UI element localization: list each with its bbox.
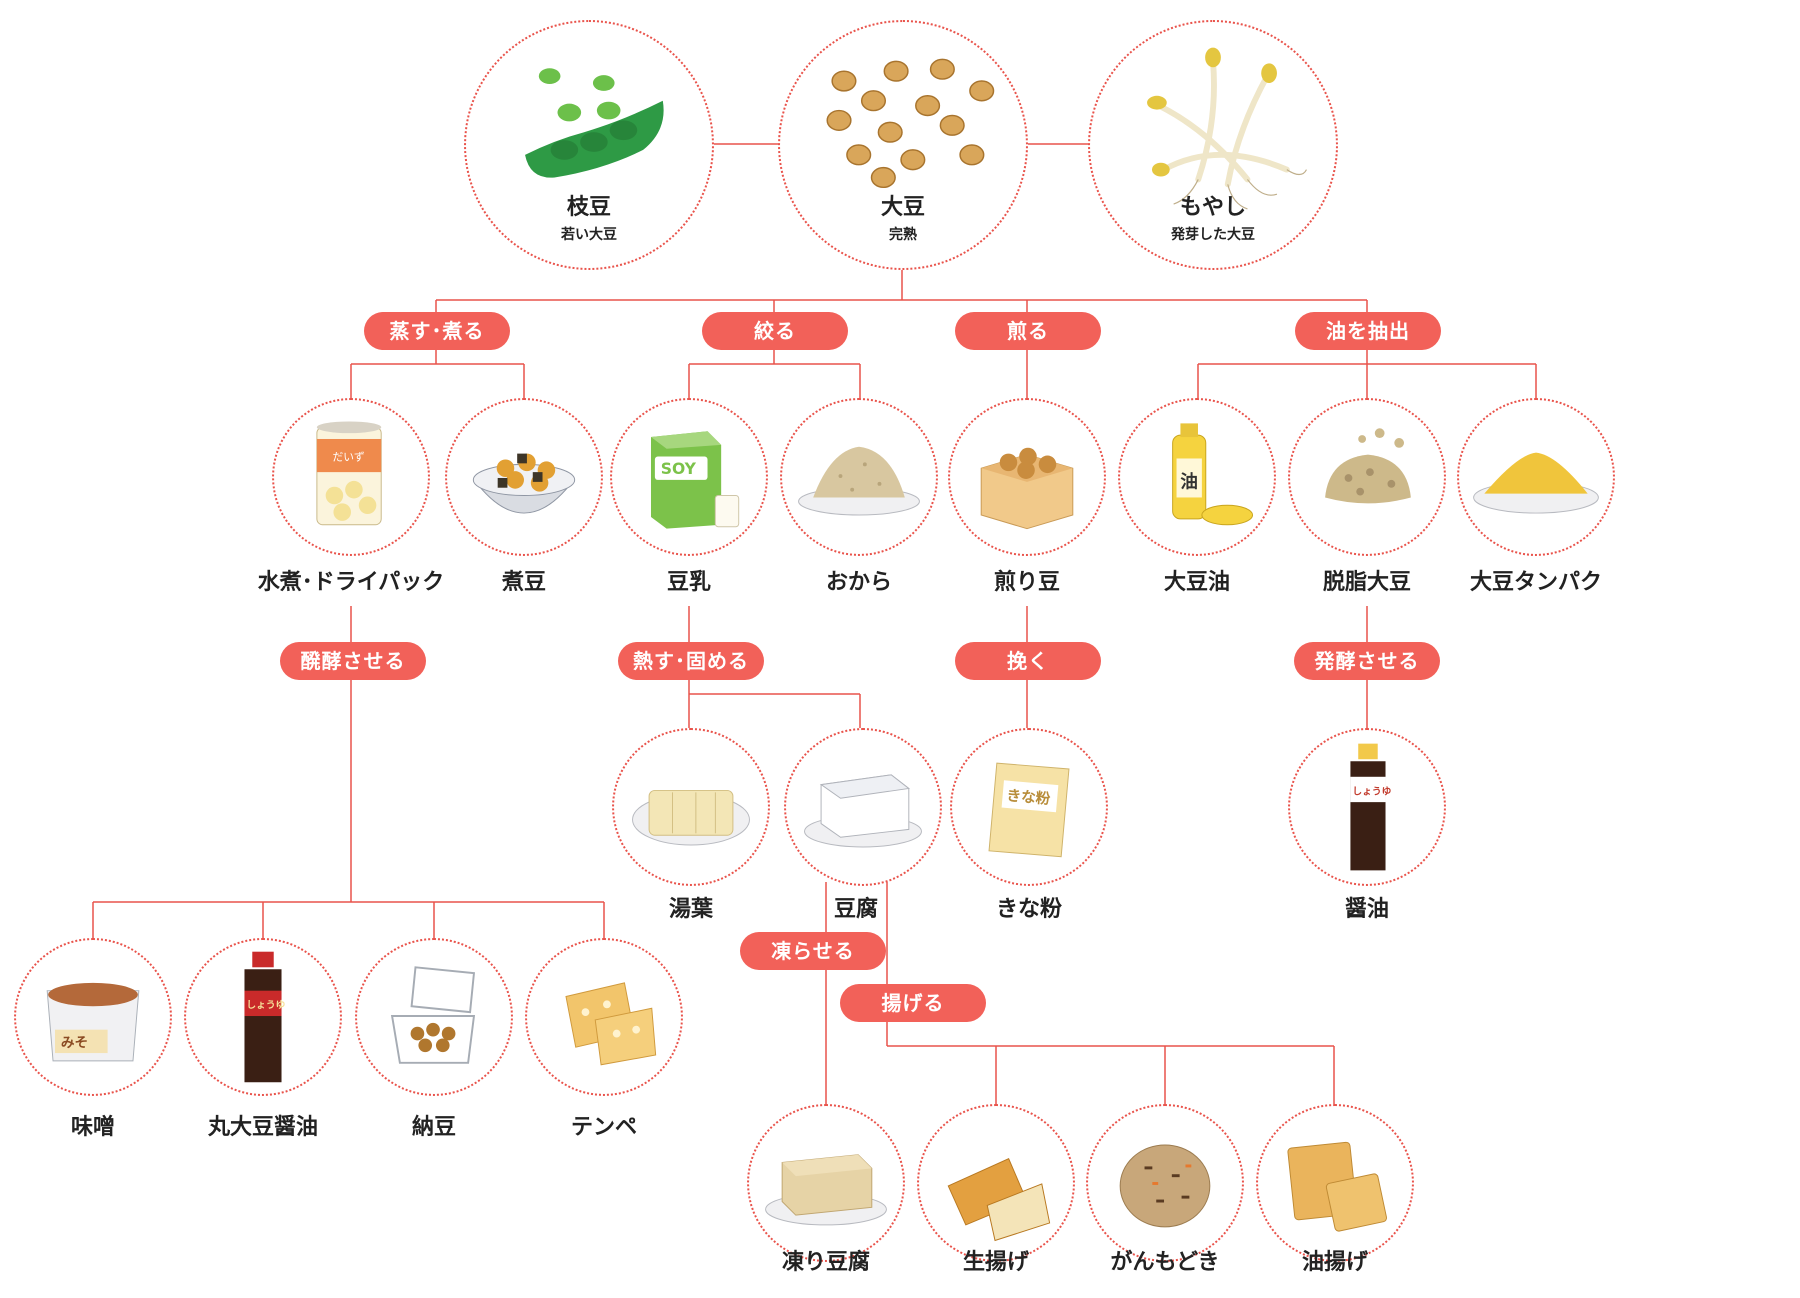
edamame-icon xyxy=(525,68,664,178)
process-roast: 煎る xyxy=(955,312,1101,350)
ganmo-caption: がんもどき xyxy=(1110,1250,1220,1275)
irimame-caption: 煎り豆 xyxy=(993,570,1060,595)
namaage-circle xyxy=(917,1104,1075,1262)
marushoyu-circle: しょうゆ xyxy=(184,938,342,1096)
marushoyu-bottle-text: しょうゆ xyxy=(246,999,285,1011)
kinako-icon: きな粉 xyxy=(988,762,1070,858)
process-extract-oil: 油を抽出 xyxy=(1295,312,1441,350)
okara-icon xyxy=(798,446,920,516)
marushoyu-caption: 丸大豆醤油 xyxy=(207,1115,318,1140)
process-fry: 揚げる xyxy=(840,984,986,1022)
ganmo-circle xyxy=(1086,1104,1244,1262)
moyashi-caption: もやし 発芽した大豆 xyxy=(1088,195,1338,244)
roasted-beans-icon xyxy=(980,447,1074,530)
tofu-icon xyxy=(804,774,922,848)
aburaage-icon xyxy=(1287,1141,1388,1232)
whole-soy-sauce-icon: しょうゆ xyxy=(244,951,286,1083)
process-ferment-right: 発酵させる xyxy=(1294,642,1440,680)
defat-circle xyxy=(1288,398,1446,556)
moyashi-title: もやし xyxy=(1179,195,1246,220)
okara-caption: おから xyxy=(825,570,892,595)
tempeh-icon xyxy=(565,982,657,1066)
natto-icon xyxy=(390,966,476,1064)
miso-caption: 味噌 xyxy=(70,1115,115,1140)
oil-circle: 油 xyxy=(1118,398,1276,556)
shoyu-caption: 醤油 xyxy=(1344,897,1389,922)
miso-icon: みそ xyxy=(46,982,140,1062)
soy-pack-text: SOY xyxy=(661,460,697,478)
edamame-title: 枝豆 xyxy=(566,195,611,220)
process-squeeze: 絞る xyxy=(702,312,848,350)
bean-sprouts-icon xyxy=(1147,47,1308,210)
aburaage-caption: 油揚げ xyxy=(1301,1250,1368,1275)
moyashi-circle xyxy=(1088,20,1338,270)
moyashi-subtitle: 発芽した大豆 xyxy=(1171,227,1255,244)
protein-caption: 大豆タンパク xyxy=(1469,570,1602,595)
okara-circle xyxy=(780,398,938,556)
ganmodoki-icon xyxy=(1119,1144,1211,1228)
simmered-beans-icon xyxy=(472,453,576,514)
soy-sauce-icon: しょうゆ xyxy=(1350,743,1392,871)
yuba-circle xyxy=(612,728,770,886)
canned-soybeans-icon: だいず xyxy=(316,421,382,526)
yuba-caption: 湯葉 xyxy=(668,897,713,922)
shoyu-circle: しょうゆ xyxy=(1288,728,1446,886)
soy-milk-icon: SOY xyxy=(650,431,740,529)
daizu-subtitle: 完熟 xyxy=(889,227,917,244)
oil-caption: 大豆油 xyxy=(1163,570,1230,595)
soy-protein-icon xyxy=(1473,452,1599,514)
edamame-subtitle: 若い大豆 xyxy=(561,227,617,244)
process-steam-boil: 蒸す･煮る xyxy=(364,312,510,350)
koori-caption: 凍り豆腐 xyxy=(781,1250,870,1275)
miso-tub-text: みそ xyxy=(61,1035,88,1051)
aburaage-circle xyxy=(1256,1104,1414,1262)
kinako-caption: きな粉 xyxy=(995,897,1062,922)
tempeh-circle xyxy=(525,938,683,1096)
natto-caption: 納豆 xyxy=(411,1115,456,1140)
can-circle: だいず xyxy=(272,398,430,556)
namaage-icon xyxy=(947,1157,1051,1242)
edamame-caption: 枝豆 若い大豆 xyxy=(464,195,714,244)
kinako-bag-text: きな粉 xyxy=(1006,786,1052,808)
tofu-caption: 豆腐 xyxy=(833,897,878,922)
can-label-text: だいず xyxy=(332,450,364,463)
defat-caption: 脱脂大豆 xyxy=(1322,570,1411,595)
irimame-circle xyxy=(948,398,1106,556)
soybeans-icon xyxy=(826,58,995,189)
nimame-caption: 煮豆 xyxy=(501,570,546,595)
process-ferment-left: 醗酵させる xyxy=(280,642,426,680)
process-heat-set: 熱す･固める xyxy=(618,642,764,680)
tonyu-caption: 豆乳 xyxy=(666,570,711,595)
edamame-circle xyxy=(464,20,714,270)
tonyu-circle: SOY xyxy=(610,398,768,556)
daizu-circle xyxy=(778,20,1028,270)
defatted-soy-icon xyxy=(1325,428,1411,504)
tempeh-caption: テンペ xyxy=(570,1115,637,1140)
koori-circle xyxy=(747,1104,905,1262)
daizu-caption: 大豆 完熟 xyxy=(778,195,1028,244)
soybean-oil-icon: 油 xyxy=(1172,423,1254,526)
natto-circle xyxy=(355,938,513,1096)
namaage-caption: 生揚げ xyxy=(962,1250,1029,1275)
can-caption: 水煮･ドライパック xyxy=(257,570,445,595)
oil-bottle-text: 油 xyxy=(1180,472,1198,493)
frozen-tofu-icon xyxy=(765,1154,887,1226)
protein-circle xyxy=(1457,398,1615,556)
miso-circle: みそ xyxy=(14,938,172,1096)
yuba-icon xyxy=(632,789,750,846)
shoyu-bottle-text: しょうゆ xyxy=(1352,785,1391,797)
daizu-title: 大豆 xyxy=(880,195,925,220)
process-grind: 挽く xyxy=(955,642,1101,680)
process-freeze: 凍らせる xyxy=(740,932,886,970)
kinako-circle: きな粉 xyxy=(950,728,1108,886)
nimame-circle xyxy=(445,398,603,556)
tofu-circle xyxy=(784,728,942,886)
